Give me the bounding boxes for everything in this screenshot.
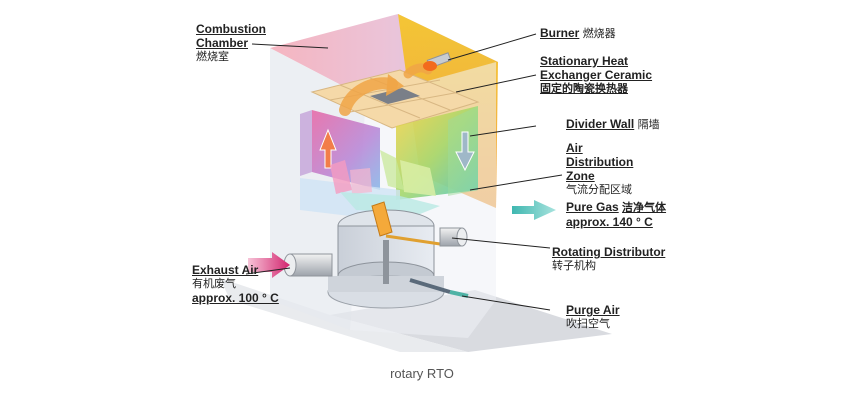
distributor-valve xyxy=(371,201,393,237)
label-heat-exchanger: Stationary Heat Exchanger Ceramic 固定的陶瓷换… xyxy=(540,54,653,95)
combustion-flow-arrow-left xyxy=(339,77,398,116)
label-purge-air: Purge Air 吹扫空气 xyxy=(566,303,620,330)
label-air-distribution-zone: Air Distribution Zone 气流分配区域 xyxy=(566,141,634,196)
burner-flame xyxy=(423,61,437,71)
label-divider-wall: Divider Wall 隔墙 xyxy=(566,117,660,131)
leader-lines xyxy=(245,33,563,311)
exhaust-air-arrow xyxy=(248,252,290,278)
up-flow-arrow xyxy=(319,128,337,169)
distributor-shaft xyxy=(383,240,389,284)
label-rotating-distributor: Rotating Distributor 转子机构 xyxy=(552,245,666,272)
down-flow-arrow xyxy=(455,131,475,172)
purge-air-pipe xyxy=(409,278,451,294)
label-burner: Burner 燃烧器 xyxy=(540,26,616,40)
label-combustion-chamber: Combustion Chamber 燃烧室 xyxy=(196,22,266,63)
pure-gas-arrow xyxy=(512,200,556,220)
label-exhaust-air: Exhaust Air 有机废气 approx. 100 ° C xyxy=(192,263,279,305)
divider-grating xyxy=(370,88,420,104)
figure-caption: rotary RTO xyxy=(390,366,454,381)
label-pure-gas: Pure Gas 洁净气体 approx. 140 ° C xyxy=(566,200,667,229)
